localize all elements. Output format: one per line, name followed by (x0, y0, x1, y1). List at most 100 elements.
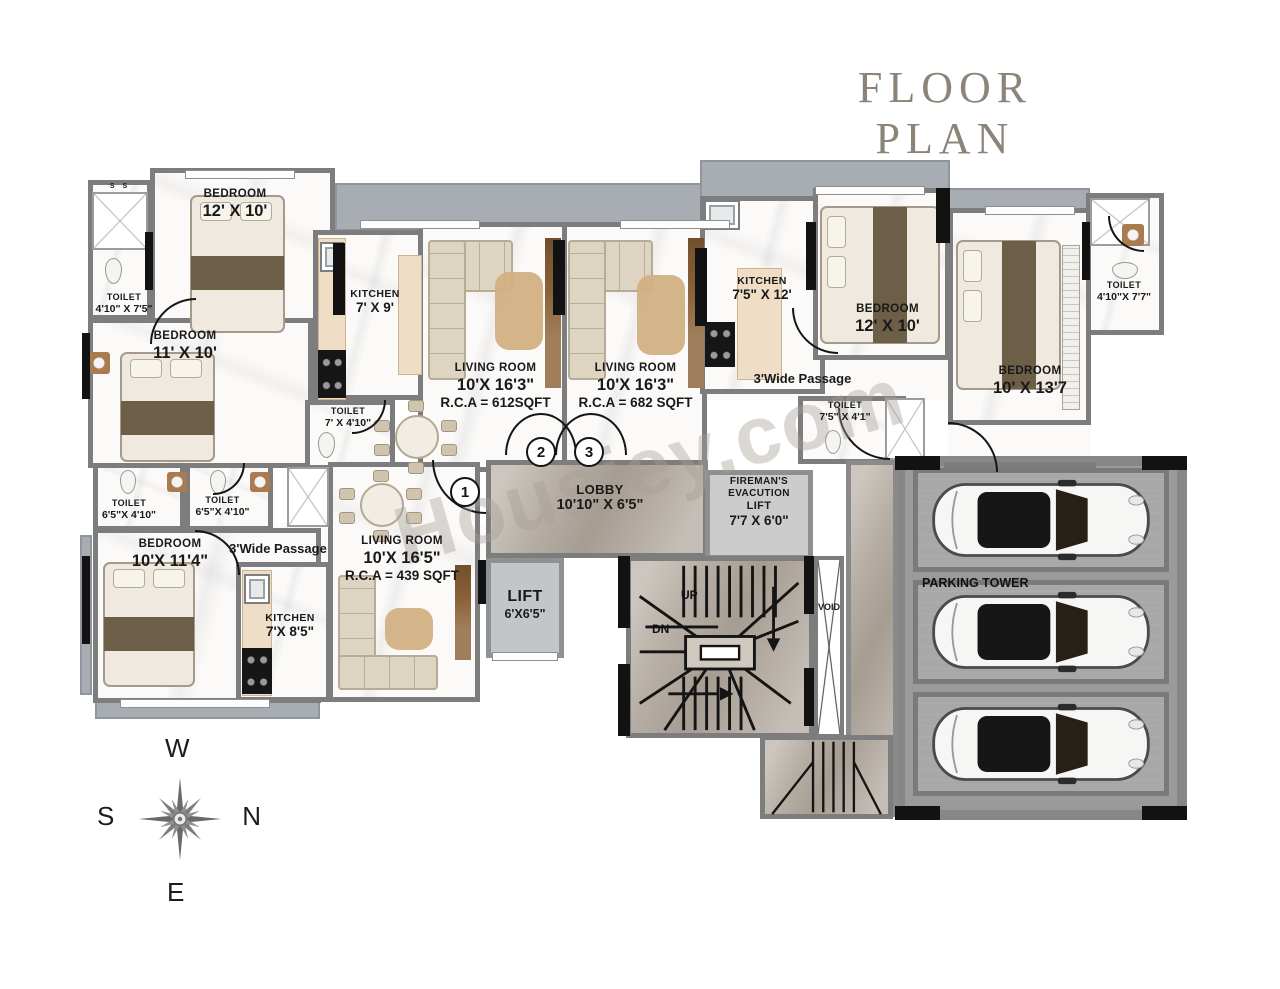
sofa-icon (428, 240, 466, 380)
room-stairs-lower (760, 735, 893, 819)
wall-accent (553, 240, 565, 315)
label-toilet-bl1: TOILET 6'5"X 4'10" (101, 498, 157, 521)
washbasin-icon (250, 472, 270, 492)
label-toilet-tl: TOILET 4'10" X 7'5" (95, 292, 153, 315)
window (360, 220, 480, 229)
label-bedroom-tl: BEDROOM 12' X 10' (202, 188, 268, 220)
stove-icon (318, 350, 346, 398)
toilet-icon (1112, 262, 1138, 279)
sofa-icon (568, 240, 606, 380)
staircase-lower (771, 741, 882, 815)
wall-accent (1142, 806, 1187, 820)
room-lobby (486, 460, 708, 558)
label-void: VOID (817, 602, 840, 612)
window (815, 186, 925, 195)
chair-icon (373, 470, 389, 482)
label-bedroom-right: BEDROOM 10' X 13'7 (993, 365, 1067, 397)
rug-icon (637, 275, 685, 355)
room-toilet-bl1 (93, 463, 185, 531)
wall-accent (618, 664, 630, 736)
wall-passage-top (944, 462, 1096, 468)
wall-accent (82, 556, 90, 644)
toilet-icon (120, 470, 136, 494)
label-toilet-bl2: TOILET 6'5"X 4'10" (195, 495, 250, 518)
chair-icon (374, 420, 390, 432)
wall-accent (145, 232, 153, 290)
wall-accent (618, 556, 630, 628)
chair-icon (441, 444, 457, 456)
toilet-icon (318, 432, 335, 458)
wall-accent (1142, 456, 1187, 470)
wall-accent (695, 248, 707, 326)
window (120, 699, 270, 708)
wall-accent (333, 243, 345, 315)
compass-bottom-label: E (167, 877, 185, 907)
label-bedroom-bl: BEDROOM 10'X 11'4" (131, 538, 209, 570)
label-shower-mark: S S (109, 183, 131, 190)
bed-icon (103, 562, 195, 687)
toilet-icon (105, 258, 122, 284)
wall-accent (1082, 222, 1090, 280)
car-icon (932, 703, 1150, 785)
label-stairs-up: UP (681, 588, 698, 602)
window (985, 206, 1075, 215)
kitchen-counter (398, 255, 422, 375)
label-kitchen-2: KITCHEN 7'5" X 12' (732, 275, 792, 303)
compass-right-label: N (242, 801, 261, 831)
chair-icon (441, 420, 457, 432)
rug-icon (385, 608, 433, 650)
entrance-number-3: 3 (574, 437, 604, 467)
tv-console-icon (455, 565, 471, 660)
shower-icon (92, 192, 148, 250)
bed-icon (820, 206, 940, 344)
stove-icon (242, 648, 272, 694)
wall-accent (804, 668, 814, 726)
chair-icon (339, 488, 355, 500)
label-toilet-tr: TOILET 4'10"X 7'7" (1096, 280, 1152, 303)
label-passage-top: 3'Wide Passage (753, 371, 852, 386)
dining-table-icon (360, 483, 404, 527)
label-passage-bottom: 3'Wide Passage (229, 541, 327, 556)
stove-icon (705, 322, 735, 367)
chair-icon (374, 444, 390, 456)
compass-rose: W S N E (95, 733, 265, 908)
wall-accent (936, 188, 950, 243)
entrance-number-2: 2 (526, 437, 556, 467)
bed-icon (956, 240, 1061, 390)
toilet-icon (825, 430, 841, 454)
compass-top-label: W (165, 733, 190, 763)
wall-accent (804, 556, 814, 614)
chair-icon (408, 462, 424, 474)
label-toilet-1: TOILET 7' X 4'10" (324, 406, 372, 429)
rug-icon (495, 272, 543, 350)
chair-icon (373, 530, 389, 542)
washbasin-icon (167, 472, 187, 492)
compass-left-label: S (97, 801, 115, 831)
label-lobby: LOBBY 10'10" X 6'5" (556, 482, 644, 514)
chair-icon (406, 512, 422, 524)
lift-door-slot (492, 652, 558, 661)
label-toilet-mr: TOILET 7'5" X 4'1" (819, 400, 871, 423)
car-icon (932, 479, 1150, 561)
label-bedroom-ml: BEDROOM 11' X 10' (153, 330, 217, 362)
label-lift: LIFT 6'X6'5" (504, 588, 546, 621)
label-kitchen-1: KITCHEN 7' X 9' (350, 288, 400, 316)
label-kitchen-3: KITCHEN 7'X 8'5" (265, 612, 315, 640)
room-fireman-lift (705, 470, 813, 560)
car-icon (932, 591, 1150, 673)
wall-accent (895, 456, 940, 470)
duct-icon (287, 467, 329, 527)
bed-icon (120, 352, 215, 462)
washbasin-icon (88, 352, 110, 374)
void-shaft (814, 556, 844, 738)
label-fireman-lift: FIREMAN'S EVACUTION LIFT 7'7 X 6'0" (728, 476, 790, 528)
wardrobe-icon (1062, 245, 1080, 410)
sofa-icon (338, 655, 438, 690)
wall-accent (895, 806, 940, 820)
wall-accent (82, 333, 90, 399)
window (185, 170, 295, 179)
kitchen-sink-icon (244, 574, 270, 604)
dining-table-icon (395, 415, 439, 459)
compass-star-icon (138, 777, 222, 861)
